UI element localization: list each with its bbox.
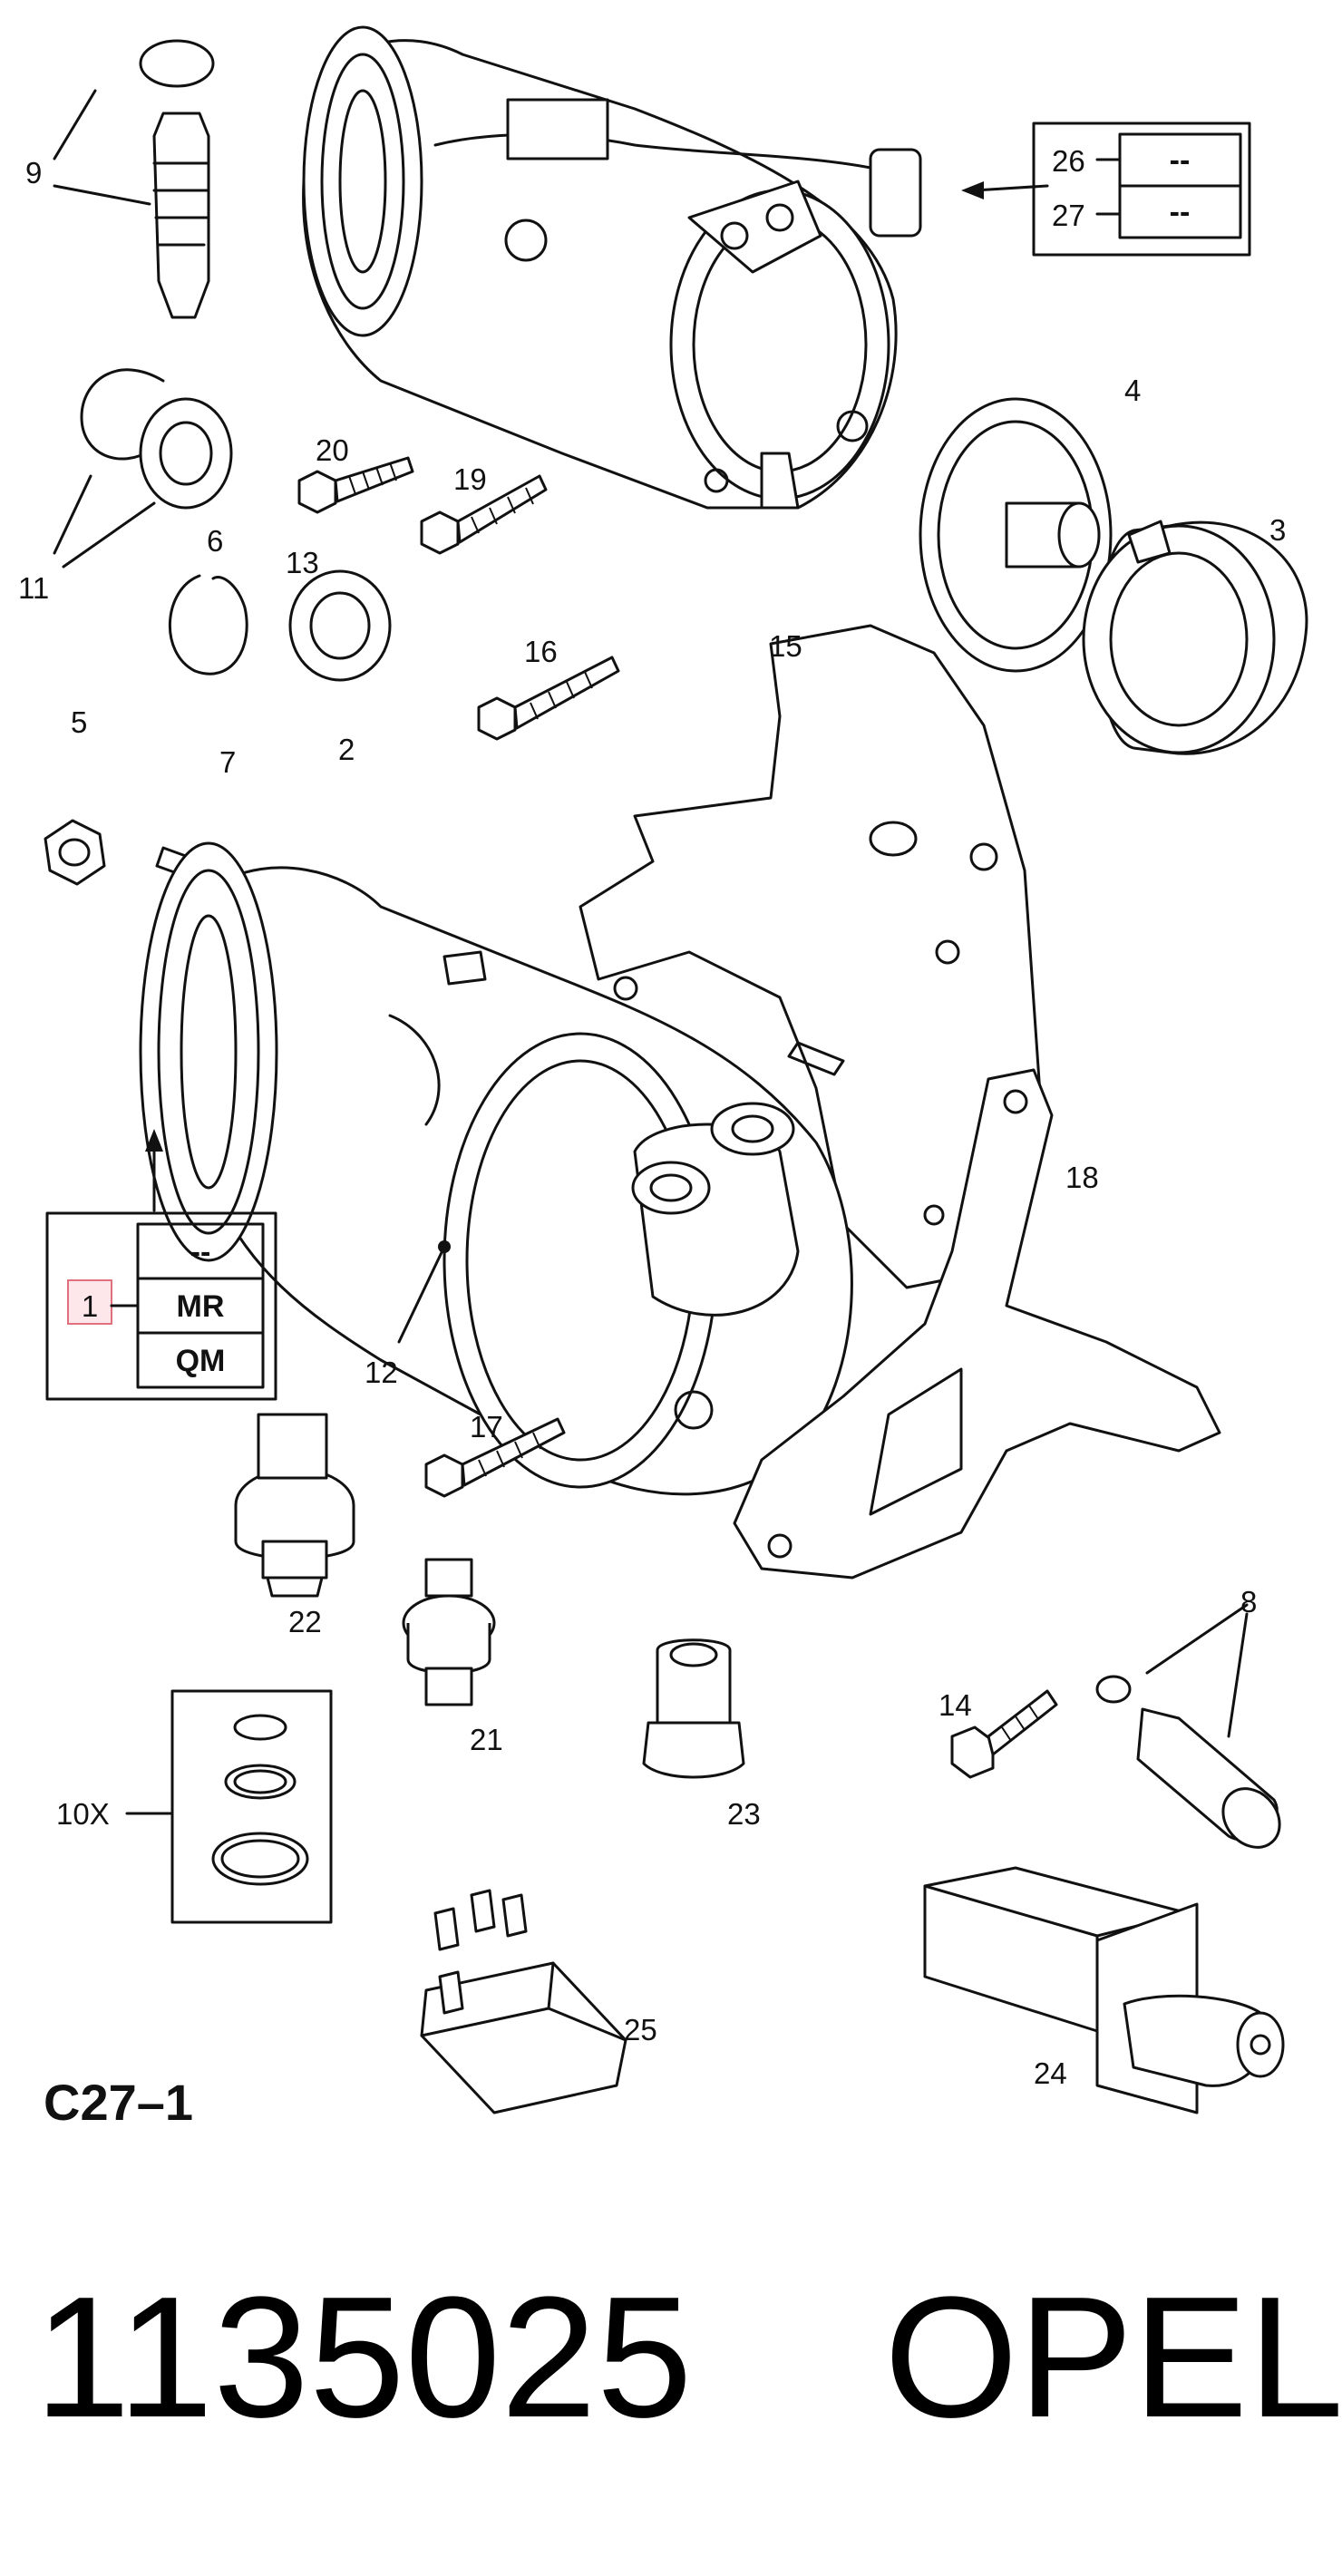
part-21-sensor bbox=[402, 1558, 496, 1706]
table-top-right-value-26: -- bbox=[1170, 143, 1191, 178]
callout-14: 14 bbox=[938, 1688, 972, 1722]
part-18-bracket bbox=[733, 1068, 1221, 1580]
table-left-row-1: -- bbox=[190, 1235, 211, 1269]
part-22-pressure-switch bbox=[234, 1413, 355, 1598]
part-3-clutch-coil bbox=[1082, 520, 1308, 755]
leader-lines bbox=[152, 184, 1049, 1344]
bolt-16 bbox=[477, 656, 620, 741]
part-25-relay bbox=[420, 1889, 627, 2114]
arrow-head-top bbox=[961, 181, 984, 199]
table-left-row-3: QM bbox=[176, 1344, 226, 1378]
callout-18: 18 bbox=[1065, 1161, 1099, 1194]
callout-24: 24 bbox=[1034, 2056, 1067, 2090]
part-15-bracket bbox=[579, 624, 1045, 1289]
part-24-expansion-valve bbox=[923, 1866, 1285, 2114]
callout-11: 11 bbox=[18, 571, 49, 605]
part-6-circlip bbox=[168, 574, 248, 676]
callout-26: 26 bbox=[1052, 144, 1085, 178]
part-8-sensor bbox=[1095, 1603, 1281, 1849]
part-10x-oring-kit bbox=[125, 1689, 333, 1924]
table-top-right-value-27: -- bbox=[1170, 195, 1191, 229]
callout-8: 8 bbox=[1240, 1585, 1257, 1619]
callout-22: 22 bbox=[288, 1605, 322, 1638]
part-23-fitting bbox=[642, 1638, 745, 1779]
callout-19: 19 bbox=[453, 462, 487, 496]
table-left-marker: 1 bbox=[82, 1289, 98, 1323]
bolt-19 bbox=[420, 474, 548, 555]
callout-27: 27 bbox=[1052, 199, 1085, 232]
lower-compressor bbox=[139, 841, 853, 1496]
point-marker-12 bbox=[438, 1240, 451, 1253]
bolt-17 bbox=[424, 1417, 566, 1498]
callout-17: 17 bbox=[470, 1410, 503, 1444]
callout-4: 4 bbox=[1124, 374, 1141, 407]
callout-15: 15 bbox=[769, 629, 802, 663]
callout-2: 2 bbox=[338, 733, 355, 766]
callout-13: 13 bbox=[286, 546, 319, 579]
callout-21: 21 bbox=[470, 1723, 503, 1756]
bolt-14 bbox=[950, 1689, 1058, 1779]
callout-7: 7 bbox=[219, 745, 236, 779]
table-left-marker-box bbox=[67, 1279, 112, 1325]
callout-23: 23 bbox=[727, 1797, 761, 1831]
part-number: 1135025 bbox=[34, 2261, 693, 2454]
table-left-row-2: MR bbox=[177, 1289, 225, 1324]
callout-12: 12 bbox=[365, 1356, 398, 1389]
callout-6: 6 bbox=[207, 524, 223, 558]
callout-5: 5 bbox=[71, 705, 87, 739]
part-5-nut bbox=[44, 819, 106, 886]
callout-10x: 10X bbox=[56, 1797, 110, 1831]
arrow-head-left bbox=[145, 1129, 163, 1152]
upper-compressor bbox=[302, 25, 922, 510]
part-11-ring-seal bbox=[53, 368, 233, 569]
callout-9: 9 bbox=[25, 156, 42, 190]
callout-25: 25 bbox=[624, 2013, 657, 2046]
part-9-valve bbox=[53, 39, 215, 319]
callout-20: 20 bbox=[316, 433, 349, 467]
bolt-20 bbox=[297, 456, 414, 514]
callout-16: 16 bbox=[524, 635, 558, 668]
callout-3: 3 bbox=[1269, 513, 1286, 547]
table-top-right bbox=[1032, 122, 1251, 257]
table-left bbox=[45, 1211, 277, 1401]
part-4-clutch-plate bbox=[919, 397, 1113, 673]
brand-name: OPEL bbox=[884, 2261, 1342, 2454]
part-13-seal bbox=[288, 569, 392, 682]
figure-code: C27–1 bbox=[44, 2074, 193, 2131]
